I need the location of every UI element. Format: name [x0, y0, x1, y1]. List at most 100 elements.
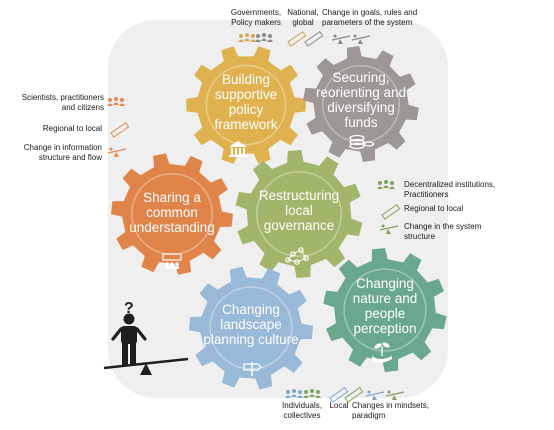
gear-shape — [111, 153, 233, 275]
gear-governance — [235, 150, 363, 278]
gear-label-line: framework — [214, 117, 278, 133]
annotation-line: Practitioners — [404, 189, 449, 199]
annotation-line: Regional to local — [42, 124, 102, 133]
left-actors-icon — [107, 97, 125, 106]
icons-layer — [107, 30, 405, 403]
gear-label-line: funds — [344, 115, 378, 131]
gear-label-line: planning culture — [203, 332, 299, 348]
annotation-line: structure and flow — [38, 152, 102, 162]
bottom-change-label: Changes in mindsets,paradigm — [352, 401, 452, 420]
annotation-line: Policy makers — [231, 17, 281, 27]
gear-shape — [186, 46, 306, 164]
bottom-ruler-green-icon — [344, 386, 364, 403]
gear-hub — [209, 286, 293, 370]
gear-label-line: governance — [263, 218, 335, 234]
bottom-balance-green-icon — [385, 390, 405, 400]
bottom-actors-icon — [285, 389, 303, 398]
gear-funds — [303, 46, 419, 162]
left-balance-icon — [107, 147, 127, 157]
gear-label-line: nature and — [352, 291, 418, 307]
hand-plant-icon — [372, 342, 392, 363]
signpost-icon — [243, 362, 262, 376]
annotation-line: and citizens — [61, 102, 104, 112]
gear-label-line: landscape — [220, 317, 282, 333]
gear-nature — [323, 248, 447, 372]
gears-layer — [111, 46, 447, 390]
annotation-line: collectives — [283, 410, 321, 420]
gear-label-line: diversifying — [327, 100, 395, 116]
top-actors-label: Governments,Policy makers — [226, 8, 286, 27]
annotation-line: Individuals, — [281, 401, 323, 410]
gear-shape — [303, 46, 419, 162]
right-balance-icon — [379, 224, 399, 234]
gear-label-line: people — [364, 306, 406, 322]
coins-icon — [349, 134, 375, 150]
annotation-line: Decentralized institutions, — [404, 180, 496, 189]
annotation-line: Governments, — [230, 8, 282, 17]
gear-label-line: Changing — [222, 302, 280, 317]
gear-label-line: supportive — [214, 87, 278, 103]
annotation-line: parameters of the system — [322, 17, 413, 27]
top-balance-grey-icon — [351, 34, 371, 44]
right-actors-label: Decentralized institutions,Practitioners — [404, 180, 524, 199]
top-actors-icon — [238, 33, 256, 42]
gear-label-line: Changing — [356, 276, 414, 291]
gear-hub — [343, 268, 427, 352]
annotation-line: Change in goals, rules and — [322, 8, 418, 17]
network-icon — [285, 247, 309, 265]
left-ruler-icon — [110, 121, 130, 138]
annotation-line: Local — [329, 401, 349, 410]
top-ruler-grey-icon — [304, 30, 324, 47]
gear-hub — [321, 64, 401, 144]
right-actors-icon — [377, 180, 395, 189]
gear-label-line: local — [285, 203, 313, 219]
annotation-line: Scientists, practitioners — [21, 93, 104, 102]
top-actors-grey-icon — [255, 33, 273, 42]
gear-shape — [189, 266, 313, 390]
top-scale-label: National,global — [283, 8, 323, 27]
gear-shape — [323, 248, 447, 372]
gear-label-line: Securing, — [332, 70, 390, 85]
gear-shape — [235, 150, 363, 278]
gear-label-line: Restructuring — [258, 188, 340, 203]
annotation-line: Changes in mindsets, — [352, 401, 429, 410]
annotation-line: National, — [287, 8, 319, 17]
building-icon — [229, 141, 247, 157]
top-ruler-icon — [287, 30, 307, 47]
gear-label-line: understanding — [129, 220, 215, 236]
right-ruler-icon — [381, 203, 401, 220]
annotation-line: Change in information — [23, 143, 102, 152]
bottom-balance-icon — [365, 390, 385, 400]
gear-label-line: Sharing a — [143, 190, 201, 205]
gear-landscape — [189, 266, 313, 390]
gear-label-line: Building — [221, 72, 271, 87]
gear-label-line: reorienting and — [315, 85, 407, 101]
annotation-line: paradigm — [352, 410, 386, 420]
people-board-icon — [162, 253, 182, 269]
gear-hub — [205, 64, 287, 146]
gear-label-line: common — [146, 205, 198, 221]
annotation-line: structure — [404, 231, 436, 241]
bottom-actors-green-icon — [303, 389, 321, 398]
bottom-ruler-icon — [329, 386, 349, 403]
annotation-line: global — [292, 17, 314, 27]
person-on-seesaw-icon — [103, 313, 189, 375]
annotation-line: Regional to local — [404, 204, 464, 213]
bottom-scale-label: Local — [327, 401, 351, 411]
gear-label-line: perception — [353, 321, 417, 337]
top-balance-icon — [331, 34, 351, 44]
gear-label-line: policy — [228, 102, 264, 118]
bottom-actors-label: Individuals,collectives — [277, 401, 327, 420]
gear-policy — [186, 46, 306, 164]
